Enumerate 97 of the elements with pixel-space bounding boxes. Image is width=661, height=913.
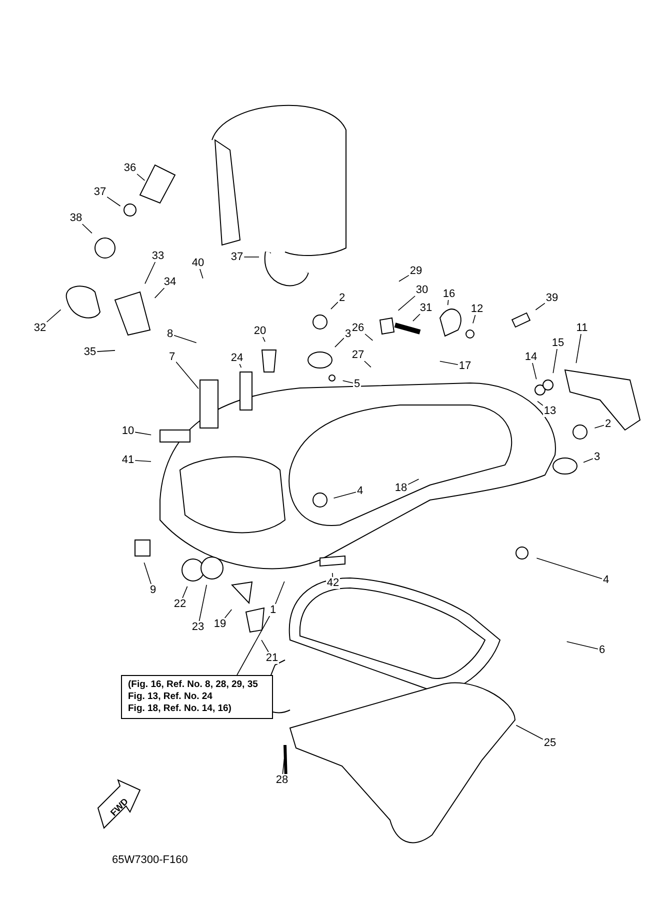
leader-line bbox=[398, 274, 410, 282]
leader-line bbox=[552, 348, 558, 374]
callout-number: 8 bbox=[166, 328, 174, 340]
leader-line bbox=[532, 362, 537, 380]
leader-line bbox=[275, 581, 285, 604]
callout-number: 5 bbox=[352, 378, 362, 390]
leader-line bbox=[134, 460, 152, 462]
leader-line bbox=[224, 609, 232, 618]
leader-line bbox=[262, 336, 266, 342]
reference-note-text: Fig. 13, Ref. No. 24 bbox=[128, 691, 214, 703]
leader-line bbox=[364, 360, 372, 368]
callout-number: 9 bbox=[148, 584, 158, 596]
drawing-code: 65W7300-F160 bbox=[112, 854, 188, 866]
leader-line bbox=[261, 640, 269, 652]
callout-number: 1 bbox=[268, 604, 278, 616]
leader-line bbox=[537, 400, 544, 406]
callout-number: 40 bbox=[190, 257, 206, 269]
callout-number: 34 bbox=[162, 276, 178, 288]
callout-number: 35 bbox=[82, 346, 98, 358]
callout-number: 11 bbox=[575, 322, 589, 334]
callout-number: 37 bbox=[230, 251, 244, 263]
callout-number: 37 bbox=[92, 186, 108, 198]
callout-number: 20 bbox=[252, 325, 268, 337]
callout-number: 39 bbox=[544, 292, 560, 304]
leader-line bbox=[594, 424, 604, 428]
leader-line bbox=[200, 268, 204, 279]
callout-number: 19 bbox=[212, 618, 228, 630]
callout-number: 6 bbox=[598, 644, 606, 656]
leader-line bbox=[282, 758, 285, 774]
leader-line bbox=[439, 360, 458, 366]
callout-number: 3 bbox=[344, 328, 352, 340]
leader-line bbox=[46, 309, 62, 322]
callout-number: 15 bbox=[550, 337, 566, 349]
callout-number: 23 bbox=[190, 621, 206, 633]
reference-note-box bbox=[121, 675, 273, 719]
callout-number: 17 bbox=[458, 360, 472, 372]
leader-line bbox=[174, 334, 197, 344]
callout-number: 16 bbox=[442, 288, 456, 300]
leader-line bbox=[106, 196, 121, 206]
reference-note-text: Fig. 18, Ref. No. 14, 16) bbox=[128, 703, 232, 715]
callout-number: 33 bbox=[150, 250, 166, 262]
leader-line bbox=[244, 256, 260, 258]
leader-line bbox=[154, 288, 165, 298]
leader-line bbox=[134, 432, 152, 436]
callout-number: 32 bbox=[32, 322, 48, 334]
callout-number: 10 bbox=[120, 425, 136, 437]
leader-line bbox=[447, 300, 449, 306]
leader-line bbox=[236, 616, 270, 676]
callout-number: 42 bbox=[326, 577, 340, 589]
callout-number: 28 bbox=[274, 774, 290, 786]
callout-number: 22 bbox=[172, 598, 188, 610]
callout-number: 18 bbox=[394, 482, 408, 494]
reference-note-text: (Fig. 16, Ref. No. 8, 28, 29, 35 bbox=[128, 679, 259, 691]
callout-number: 2 bbox=[338, 292, 346, 304]
leader-line bbox=[408, 478, 420, 485]
callout-number: 21 bbox=[264, 652, 280, 664]
leader-line bbox=[364, 334, 374, 341]
leader-line bbox=[136, 174, 146, 181]
callout-number: 13 bbox=[542, 405, 558, 417]
leader-line bbox=[583, 458, 594, 463]
leader-line bbox=[330, 302, 338, 310]
callout-number: 7 bbox=[168, 351, 176, 363]
callout-number: 2 bbox=[604, 418, 612, 430]
callout-number: 14 bbox=[524, 351, 538, 363]
callout-number: 25 bbox=[542, 737, 558, 749]
leader-line bbox=[332, 572, 334, 578]
leader-line bbox=[176, 361, 199, 390]
callout-number: 27 bbox=[350, 349, 366, 361]
leader-line bbox=[334, 338, 344, 348]
leader-line bbox=[516, 724, 544, 740]
leader-line bbox=[82, 224, 92, 234]
callout-number: 36 bbox=[122, 162, 138, 174]
leader-line bbox=[333, 492, 356, 499]
leader-line bbox=[239, 364, 242, 368]
leader-line bbox=[472, 314, 476, 324]
leader-line bbox=[536, 558, 602, 580]
callout-number: 12 bbox=[470, 303, 484, 315]
callout-number: 41 bbox=[120, 454, 136, 466]
leader-line bbox=[412, 314, 420, 322]
leader-line bbox=[566, 641, 598, 650]
callout-number: 26 bbox=[350, 322, 366, 334]
leader-line bbox=[96, 350, 116, 352]
callout-number: 3 bbox=[592, 451, 602, 463]
callout-number: 29 bbox=[408, 265, 424, 277]
leader-line bbox=[198, 584, 207, 622]
leader-line bbox=[535, 302, 546, 310]
leader-line bbox=[342, 380, 354, 384]
callout-number: 24 bbox=[230, 352, 244, 364]
callout-number: 38 bbox=[68, 212, 84, 224]
leader-line bbox=[398, 296, 416, 311]
leader-line bbox=[144, 262, 156, 284]
leader-line bbox=[144, 562, 152, 584]
callout-number: 30 bbox=[414, 284, 430, 296]
leader-line bbox=[576, 334, 582, 364]
callout-number: 4 bbox=[602, 574, 610, 586]
callout-number: 31 bbox=[418, 302, 434, 314]
leader-line bbox=[182, 586, 188, 598]
